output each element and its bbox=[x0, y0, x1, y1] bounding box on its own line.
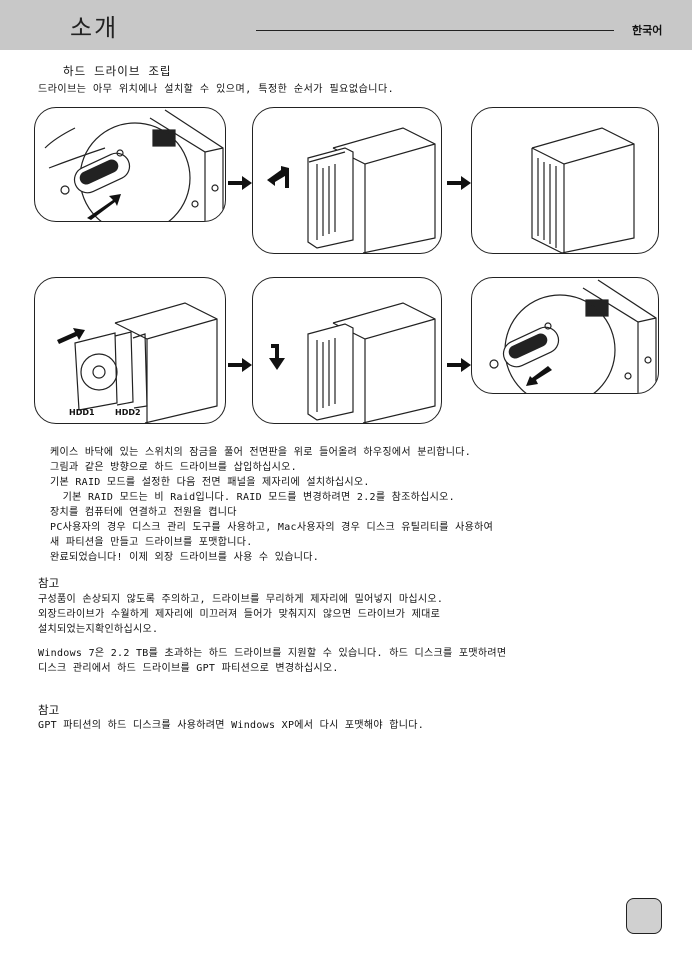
page-number-box bbox=[626, 898, 662, 934]
figure-unlock-switch bbox=[34, 107, 226, 222]
assembly-steps: 케이스 바닥에 있는 스위치의 잠금을 풀어 전면판을 위로 들어올려 하우징에… bbox=[50, 445, 670, 565]
step-6: 완료되었습니다! 이제 외장 드라이브를 사용 수 있습니다. bbox=[50, 552, 320, 563]
section-intro: 드라이브는 아무 위치에나 설치할 수 있으며, 특정한 순서가 필요없습니다. bbox=[38, 84, 395, 95]
step-3-note: 기본 RAID 모드는 비 Raid입니다. RAID 모드를 변경하려면 2.… bbox=[50, 492, 455, 503]
figure-remove-front-panel bbox=[252, 107, 442, 254]
step-1: 케이스 바닥에 있는 스위치의 잠금을 풀어 전면판을 위로 들어올려 하우징에… bbox=[50, 447, 472, 458]
note-heading: 참고 bbox=[38, 703, 60, 717]
section-title: 하드 드라이브 조립 bbox=[63, 64, 172, 78]
note-line: 외장드라이브가 수월하게 제자리에 미끄러져 들어가 맞춰지지 않으면 드라이브… bbox=[38, 609, 441, 620]
page-header: 소개 한국어 bbox=[0, 0, 692, 50]
arrow-right-icon bbox=[228, 358, 252, 372]
arrow-right-icon bbox=[447, 176, 471, 190]
step-5: PC사용자의 경우 디스크 관리 도구를 사용하고, Mac사용자의 경우 디스… bbox=[50, 522, 494, 533]
header-rule bbox=[256, 30, 614, 31]
note-body: 구성품이 손상되지 않도록 주의하고, 드라이브를 무리하게 제자리에 밀어넣지… bbox=[38, 592, 443, 637]
hdd2-label: HDD2 bbox=[115, 408, 141, 417]
step-3: 기본 RAID 모드를 설정한 다음 전면 패널을 제자리에 설치하십시오. bbox=[50, 477, 370, 488]
lower-arrow-icon bbox=[269, 344, 285, 370]
note-line: 구성품이 손상되지 않도록 주의하고, 드라이브를 무리하게 제자리에 밀어넣지… bbox=[38, 594, 444, 605]
arrow-right-icon bbox=[447, 358, 471, 372]
note-body: GPT 파티션의 하드 디스크를 사용하려면 Windows XP에서 다시 포… bbox=[38, 718, 424, 733]
step-4: 장치를 컴퓨터에 연결하고 전원을 켭니다 bbox=[50, 507, 237, 518]
insert-arrow-icon bbox=[57, 328, 85, 344]
note-line: 설치되었는지확인하십시오. bbox=[38, 624, 159, 635]
figure-insert-drives: HDD1 HDD2 bbox=[34, 277, 226, 424]
lift-arrow-icon bbox=[267, 166, 289, 188]
header-title: 소개 bbox=[70, 14, 119, 42]
note-line: GPT 파티션의 하드 디스크를 사용하려면 Windows XP에서 다시 포… bbox=[38, 720, 425, 731]
push-arrow-icon bbox=[87, 194, 121, 220]
lock-arrow-icon bbox=[526, 366, 552, 386]
arrow-right-icon bbox=[228, 176, 252, 190]
figure-open-enclosure bbox=[471, 107, 659, 254]
note-heading: 참고 bbox=[38, 576, 60, 590]
hdd1-label: HDD1 bbox=[69, 408, 95, 417]
step-2: 그림과 같은 방향으로 하드 드라이브를 삽입하십시오. bbox=[50, 462, 297, 473]
language-label: 한국어 bbox=[632, 24, 663, 37]
note-line: Windows 7은 2.2 TB를 초과하는 하드 드라이브를 지원할 수 있… bbox=[38, 648, 507, 659]
note-line: 디스크 관리에서 하드 드라이브를 GPT 파티션으로 변경하십시오. bbox=[38, 663, 339, 674]
step-5-cont: 새 파티션을 만들고 드라이브를 포맷합니다. bbox=[50, 537, 253, 548]
windows-note: Windows 7은 2.2 TB를 초과하는 하드 드라이브를 지원할 수 있… bbox=[38, 646, 506, 676]
figure-install-front-panel bbox=[252, 277, 442, 424]
figure-lock-switch bbox=[471, 277, 659, 394]
